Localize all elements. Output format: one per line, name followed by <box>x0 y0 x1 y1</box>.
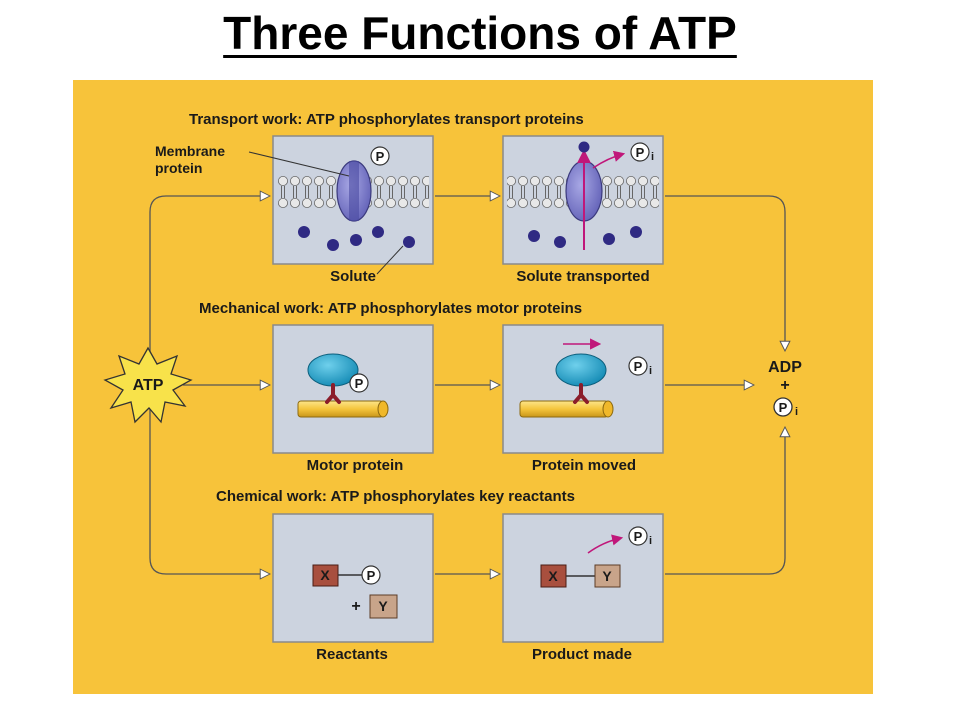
product-y-box <box>594 564 621 588</box>
motor-left: P <box>297 353 389 418</box>
reactant-y-label: Y <box>378 598 388 614</box>
membrane-left: P <box>248 146 429 275</box>
adp-phosphate-circle <box>773 397 793 417</box>
mechanical-left-caption: Motor protein <box>307 457 404 474</box>
adp-phosphate-p: P <box>779 400 788 415</box>
reactants: X P + Y <box>312 564 398 619</box>
phosphate-motor-left: P <box>355 376 364 391</box>
transport-header: Transport work: ATP phosphorylates trans… <box>189 111 584 128</box>
atp-label: ATP <box>133 377 164 394</box>
atp-functions-diagram: Transport work: ATP phosphorylates trans… <box>73 80 873 694</box>
phosphate-release-arrow <box>592 150 626 169</box>
product: X Y P i <box>540 526 652 588</box>
chemical-left-panel <box>272 513 434 643</box>
chemical-to-adp-arrow <box>665 428 785 575</box>
reactant-plus: + <box>351 598 360 615</box>
transport-to-adp-arrow <box>665 195 785 350</box>
product-y-label: Y <box>602 568 612 584</box>
product-x-label: X <box>548 568 558 584</box>
transport-left-caption: Solute <box>330 268 376 285</box>
membrane-protein-pointer <box>248 151 350 177</box>
pi-chem-i: i <box>649 535 652 547</box>
membrane-label-2: protein <box>155 160 202 176</box>
pi-motor-i: i <box>649 365 652 377</box>
flow-arrows <box>149 195 785 575</box>
slide-title: Three Functions of ATP <box>223 7 737 59</box>
atp-starburst: ATP <box>103 346 193 424</box>
chemical-right-caption: Product made <box>532 646 632 663</box>
transport-right-caption: Solute transported <box>516 268 649 285</box>
pi-transport-p: P <box>636 145 645 160</box>
phosphate-reactant: P <box>367 568 376 583</box>
reactant-x-label: X <box>320 567 330 583</box>
adp-phosphate-i: i <box>795 406 798 418</box>
chemical-left-caption: Reactants <box>316 646 388 663</box>
membrane-right: P i <box>507 141 659 250</box>
adp-plus: + <box>780 377 789 394</box>
phosphate-release-arrow-chem <box>587 534 624 554</box>
atp-to-transport-arrow <box>149 196 269 370</box>
adp-products: ADP + P i <box>768 359 802 418</box>
motor-protein-right <box>555 353 607 387</box>
adp-label: ADP <box>768 359 802 376</box>
filament-left <box>297 400 384 418</box>
pi-motor-p: P <box>634 359 643 374</box>
pi-chem-p: P <box>634 529 643 544</box>
mechanical-header: Mechanical work: ATP phosphorylates moto… <box>199 300 582 317</box>
atp-to-chemical-arrow <box>149 405 269 574</box>
chemical-header: Chemical work: ATP phosphorylates key re… <box>216 488 575 505</box>
phosphate-transport-left-text: P <box>376 149 385 164</box>
solute-pointer <box>376 245 404 275</box>
reactant-y-box <box>369 594 398 619</box>
phosphate-transport-left <box>370 146 390 166</box>
filament-right <box>519 400 609 418</box>
pi-transport-i: i <box>651 151 654 163</box>
mechanical-right-caption: Protein moved <box>532 457 636 474</box>
motor-right: P i <box>519 338 652 418</box>
diagram-background <box>73 80 873 694</box>
membrane-label-1: Membrane <box>155 143 225 159</box>
